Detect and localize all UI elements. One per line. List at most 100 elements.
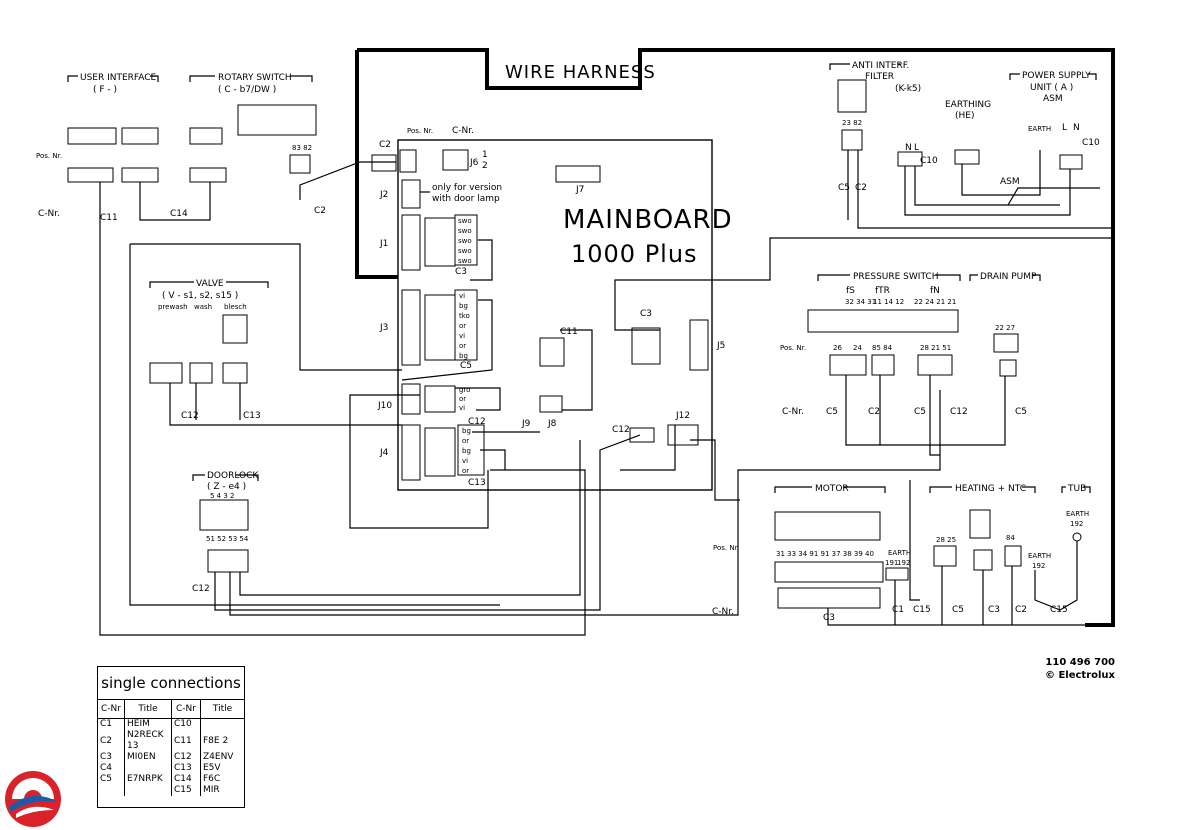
svg-text:swo: swo (458, 237, 472, 245)
document-number: 110 496 700 (1045, 657, 1115, 668)
svg-text:TUB: TUB (1067, 484, 1086, 494)
svg-text:FILTER: FILTER (865, 72, 894, 82)
c10-earthing: C10 (920, 156, 938, 166)
c3-j1: C3 (455, 267, 467, 277)
wire-harness-title: WIRE HARNESS (505, 62, 656, 83)
svg-text:192: 192 (1032, 562, 1045, 570)
rotary-switch: ROTARY SWITCH ( C - b7/DW ) 83 82 (189, 73, 317, 183)
svg-text:5 4 3 2: 5 4 3 2 (210, 492, 235, 500)
svg-text:vi: vi (459, 292, 465, 300)
svg-text:swo: swo (458, 257, 472, 265)
svg-text:vi: vi (459, 332, 465, 340)
svg-text:VALVE: VALVE (196, 279, 224, 289)
connector-j10: J10 (377, 383, 456, 415)
svg-text:51 52 53 54: 51 52 53 54 (206, 535, 249, 543)
j1-wire-labels: swo swo swo swo swo (454, 214, 478, 266)
c5-filter: C5 (838, 183, 850, 193)
mainboard-model: 1000 Plus (571, 240, 698, 268)
svg-text:swo: swo (458, 217, 472, 225)
c-nr-pressure: C-Nr. (782, 407, 804, 417)
legend-cell: HEIM (124, 718, 172, 730)
legend-cell: C1 (98, 718, 125, 730)
svg-text:blesch: blesch (224, 303, 247, 311)
power-supply-unit: POWER SUPPLY UNIT ( A ) ASM EARTH L N (1009, 71, 1097, 170)
c3-at-j5: C3 (640, 309, 652, 319)
legend-cell: F8E 2 (203, 735, 229, 746)
pos-nr-ui: Pos. Nr. (36, 152, 62, 160)
c11-ui: C11 (100, 213, 118, 223)
svg-text:or: or (459, 395, 466, 403)
c-nr-top: C-Nr. (452, 126, 474, 136)
svg-text:swo: swo (458, 227, 472, 235)
svg-text:J2: J2 (379, 190, 388, 200)
table-row: C5 E7NRPK C14 F6C (98, 774, 244, 785)
legend-cell: C12 (171, 752, 201, 763)
svg-text:J7: J7 (575, 185, 584, 195)
svg-text:USER INTERFACE: USER INTERFACE (80, 73, 157, 83)
c2-top: C2 (379, 140, 391, 150)
svg-text:EARTH: EARTH (888, 549, 911, 557)
svg-text:L: L (914, 143, 919, 153)
svg-text:EARTHING: EARTHING (945, 100, 991, 110)
legend-title: single connections (98, 667, 244, 700)
svg-text:EARTH: EARTH (1028, 125, 1051, 133)
connector-j4: J4 (379, 424, 456, 481)
svg-text:prewash: prewash (158, 303, 188, 311)
svg-text:MOTOR: MOTOR (815, 484, 849, 494)
motor-earth: EARTH 191 192 (885, 549, 911, 581)
c5-press-2: C5 (914, 407, 926, 417)
legend-cell: C10 (171, 718, 201, 730)
legend-cell: Z4ENV (203, 752, 234, 762)
svg-text:wash: wash (194, 303, 212, 311)
svg-text:J1: J1 (379, 239, 388, 249)
svg-text:28 21 51: 28 21 51 (920, 344, 951, 352)
valve: VALVE ( V - s1, s2, s15 ) prewash wash b… (149, 279, 269, 384)
legend-cell: C14 (171, 774, 201, 785)
c1-motor: C1 (892, 605, 904, 615)
svg-text:ANTI INTERF.: ANTI INTERF. (852, 61, 909, 71)
svg-text:vi: vi (459, 404, 465, 412)
legend-cell: E5V (203, 763, 221, 773)
legend-header: Title (200, 700, 244, 719)
svg-text:or: or (462, 467, 469, 475)
svg-text:J12: J12 (675, 411, 690, 421)
svg-text:32 34 31: 32 34 31 (845, 298, 876, 306)
legend-cell: C11 (171, 730, 201, 752)
svg-text:192: 192 (897, 559, 910, 567)
connector-j1: J1 (379, 214, 456, 271)
connector-j3: J3 (379, 289, 456, 366)
c5-j3: C5 (460, 361, 472, 371)
svg-text:DOORLOCK: DOORLOCK (207, 471, 259, 481)
svg-text:UNIT ( A ): UNIT ( A ) (1030, 83, 1073, 93)
svg-text:84: 84 (1006, 534, 1015, 542)
svg-text:192: 192 (1070, 520, 1083, 528)
svg-text:2: 2 (482, 161, 488, 171)
j3-wire-labels: vi bg tko or vi or bg (454, 289, 478, 361)
svg-text:fTR: fTR (875, 286, 890, 296)
legend-cell: C5 (98, 774, 125, 785)
electrolux-logo-icon (5, 771, 61, 827)
c12-door: C12 (192, 584, 210, 594)
svg-text:( F - ): ( F - ) (93, 85, 117, 95)
drain-pump: DRAIN PUMP 22 27 (969, 272, 1041, 377)
doorlock: DOORLOCK ( Z - e4 ) 5 4 3 2 51 52 53 54 (192, 471, 259, 573)
svg-text:83 82: 83 82 (292, 144, 312, 152)
svg-text:11 14 12: 11 14 12 (873, 298, 904, 306)
table-row: C4 C13 E5V (98, 763, 244, 774)
svg-text:(K-k5): (K-k5) (895, 84, 921, 94)
svg-text:tko: tko (459, 312, 470, 320)
legend-cell (124, 763, 172, 774)
pressure-switch: PRESSURE SWITCH fS fTR fN 32 34 31 11 14… (807, 272, 961, 376)
c11-at-j9: C11 (560, 327, 578, 337)
svg-text:or: or (459, 322, 466, 330)
svg-text:191: 191 (885, 559, 898, 567)
c2-filter: C2 (855, 183, 867, 193)
heating-ntc: HEATING + NTC 28 25 84 EARTH 192 (929, 484, 1051, 571)
legend-cell: C15 (171, 785, 201, 796)
svg-text:bg: bg (462, 427, 471, 435)
c2-rotary: C2 (314, 206, 326, 216)
connector-j2: J2 (379, 179, 421, 209)
table-row: C2 N2RECK 13 C11 F8E 2 (98, 730, 244, 752)
svg-text:( Z - e4 ): ( Z - e4 ) (207, 482, 246, 492)
